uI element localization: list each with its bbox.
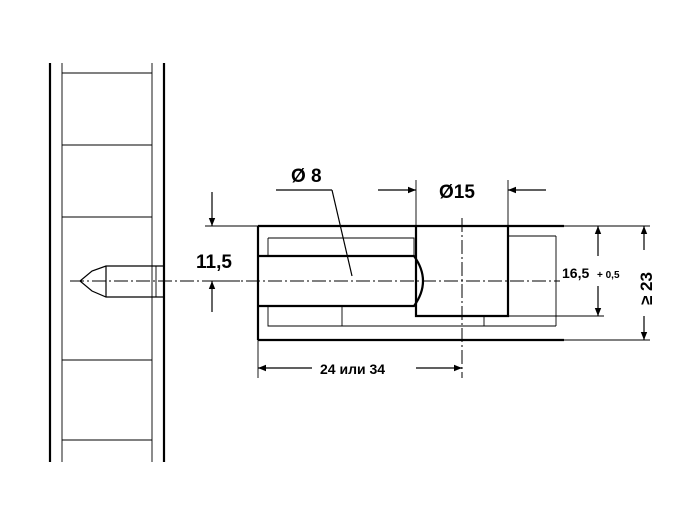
dim-edge-distance: 11,5 — [196, 192, 258, 312]
dim-depth: 24 или 34 — [257, 340, 462, 378]
dim-bolt-diameter: Ø 8 — [276, 166, 353, 277]
cam-housing — [414, 218, 510, 378]
label-hole-diameter: Ø15 — [439, 182, 475, 203]
label-edge-distance: 11,5 — [196, 252, 232, 273]
side-panel — [48, 63, 166, 462]
label-housing-tolerance: + 0,5 — [597, 270, 620, 281]
label-panel-thickness: ≥ 23 — [637, 272, 656, 305]
front-panel — [256, 224, 564, 342]
dim-panel-thickness: ≥ 23 — [564, 225, 656, 341]
label-housing-height: 16,5 — [562, 265, 589, 281]
label-depth: 24 или 34 — [320, 361, 385, 377]
dim-housing-height: 16,5 + 0,5 — [508, 225, 620, 317]
bore-channel — [258, 237, 485, 327]
dim-hole-diameter: Ø15 — [378, 180, 546, 226]
label-bolt-diameter: Ø 8 — [291, 166, 322, 187]
